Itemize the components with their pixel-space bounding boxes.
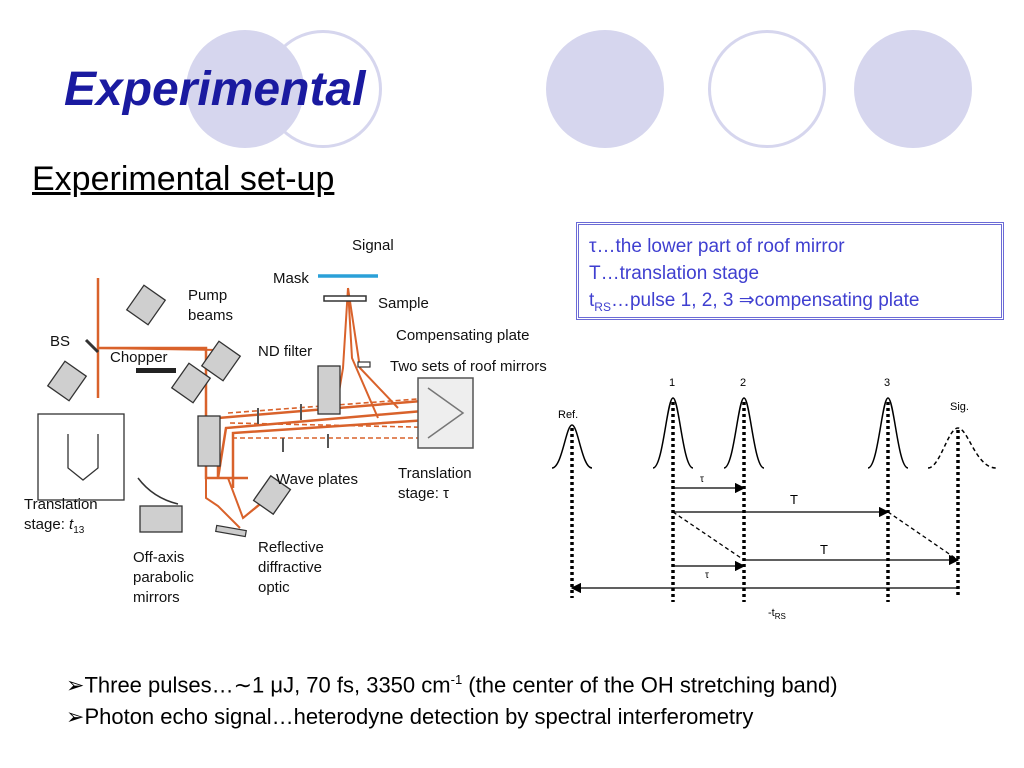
timing-label-sig: Sig.	[950, 401, 969, 413]
translation-stage-t13	[37, 413, 125, 501]
bullet-2: ➢Photon echo signal…heterodyne detection…	[66, 704, 754, 730]
label-trans-t13-1: Translation	[24, 496, 98, 513]
timing-label-T-bottom: T	[820, 542, 828, 557]
legend-box: τ…the lower part of roof mirror T…transl…	[576, 222, 1004, 320]
pulse-3	[867, 397, 909, 469]
pulse-2	[723, 397, 765, 469]
decor-circle-3	[546, 30, 664, 148]
slide-title: Experimental	[64, 63, 366, 116]
label-bs: BS	[50, 333, 70, 350]
nd-filter-mount	[317, 365, 341, 415]
timing-label-tau-top: τ	[700, 474, 704, 485]
label-signal: Signal	[352, 237, 394, 254]
label-rdo-3: optic	[258, 579, 290, 596]
label-oap-1: Off-axis	[133, 549, 184, 566]
pulse-1	[652, 397, 694, 469]
wave-plate-mount	[252, 474, 292, 516]
label-nd-filter: ND filter	[258, 343, 312, 360]
pump-source-box-2	[200, 340, 242, 382]
label-sample: Sample	[378, 295, 429, 312]
pulse-timing-diagram: Ref. Sig. 1 2 3 τ T T τ -tRS	[551, 377, 997, 621]
label-pump-2: beams	[188, 307, 233, 324]
decor-circle-5	[854, 30, 972, 148]
label-rdo-1: Reflective	[258, 539, 324, 556]
beam-splitter	[84, 338, 100, 354]
label-trans-tau-1: Translation	[398, 465, 472, 482]
label-pump-1: Pump	[188, 287, 227, 304]
label-mask: Mask	[273, 270, 309, 287]
legend-line-tau: τ…the lower part of roof mirror	[589, 236, 845, 257]
legend-line-trs: tRS…pulse 1, 2, 3 ⇒compensating plate	[589, 290, 920, 314]
bullet-1: ➢Three pulses…∼1 μJ, 70 fs, 3350 cm-1 (t…	[66, 672, 838, 698]
delay-mount	[197, 415, 221, 467]
label-oap-2: parabolic	[133, 569, 194, 586]
laser-box	[46, 360, 88, 402]
reflective-diffractive-optic	[215, 524, 247, 538]
label-rdo-2: diffractive	[258, 559, 322, 576]
timing-label-ref: Ref.	[558, 409, 578, 421]
timing-label-T-top: T	[790, 492, 798, 507]
pulse-ref	[551, 424, 593, 469]
decor-circle-4	[708, 30, 826, 148]
pump-source-box-1	[125, 284, 167, 326]
timing-label-tau-bottom: τ	[705, 570, 709, 581]
label-oap-3: mirrors	[133, 589, 180, 606]
timing-label-trs: -tRS	[768, 607, 786, 621]
bullet-list: ➢Three pulses…∼1 μJ, 70 fs, 3350 cm-1 (t…	[66, 664, 838, 733]
pulse-sig	[927, 427, 997, 469]
oap-mount	[139, 505, 183, 533]
roof-mirror-block	[417, 377, 474, 449]
optical-setup-diagram: Signal Mask Sample Pump beams BS Chopper…	[24, 237, 547, 606]
label-trans-t13-2: stage: t13	[24, 516, 85, 536]
label-roof-mirrors: Two sets of roof mirrors	[390, 358, 547, 375]
decor-circle-2	[264, 30, 382, 148]
label-wave-plates: Wave plates	[276, 471, 358, 488]
chopper-blade	[136, 368, 176, 373]
label-chopper: Chopper	[110, 349, 168, 366]
timing-label-2: 2	[740, 377, 746, 389]
label-comp-plate: Compensating plate	[396, 327, 529, 344]
label-trans-tau-2: stage: τ	[398, 485, 449, 502]
slide-subtitle: Experimental set-up	[32, 160, 335, 198]
pump-source-box-3	[170, 362, 212, 404]
legend-line-T: T…translation stage	[589, 263, 760, 284]
timing-label-3: 3	[884, 377, 890, 389]
sample-plate	[323, 295, 367, 302]
timing-label-1: 1	[669, 377, 675, 389]
